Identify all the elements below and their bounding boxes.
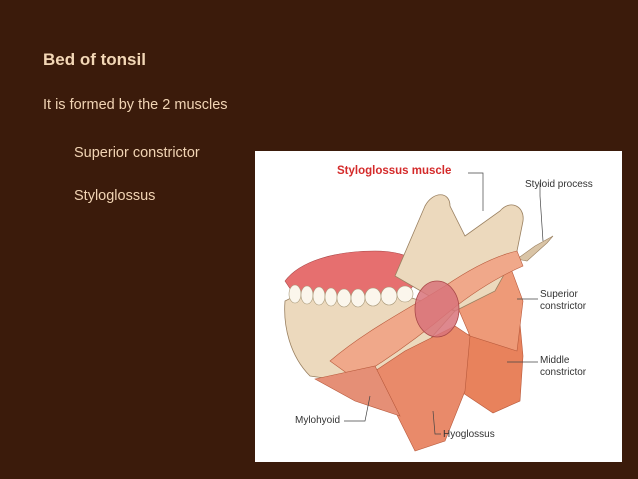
slide-title: Bed of tonsil (43, 50, 146, 69)
label-mylohyoid: Mylohyoid (295, 415, 341, 426)
label-superior-constrictor-2: constrictor (540, 301, 587, 312)
hyoglossus-shape (374, 325, 471, 452)
bullet-superior-constrictor: Superior constrictor (74, 145, 200, 161)
mylohyoid-shape (314, 365, 401, 417)
teeth-group (288, 284, 414, 308)
anatomy-figure: Styloglossus muscle Styloid process Supe… (255, 151, 622, 462)
label-styloid-process: Styloid process (525, 179, 593, 190)
tonsil-shape (414, 280, 460, 338)
label-styloglossus-muscle: Styloglossus muscle (337, 165, 452, 177)
label-middle-constrictor-2: constrictor (540, 367, 587, 378)
anatomy-illustration (284, 172, 554, 452)
label-superior-constrictor-1: Superior (540, 289, 578, 300)
label-hyoglossus: Hyoglossus (443, 429, 495, 440)
styloid-process-shape (516, 235, 554, 262)
leader-lines (344, 172, 544, 435)
bullet-styloglossus: Styloglossus (74, 188, 156, 204)
intro-text: It is formed by the 2 muscles (43, 97, 228, 113)
label-middle-constrictor-1: Middle (540, 355, 570, 366)
